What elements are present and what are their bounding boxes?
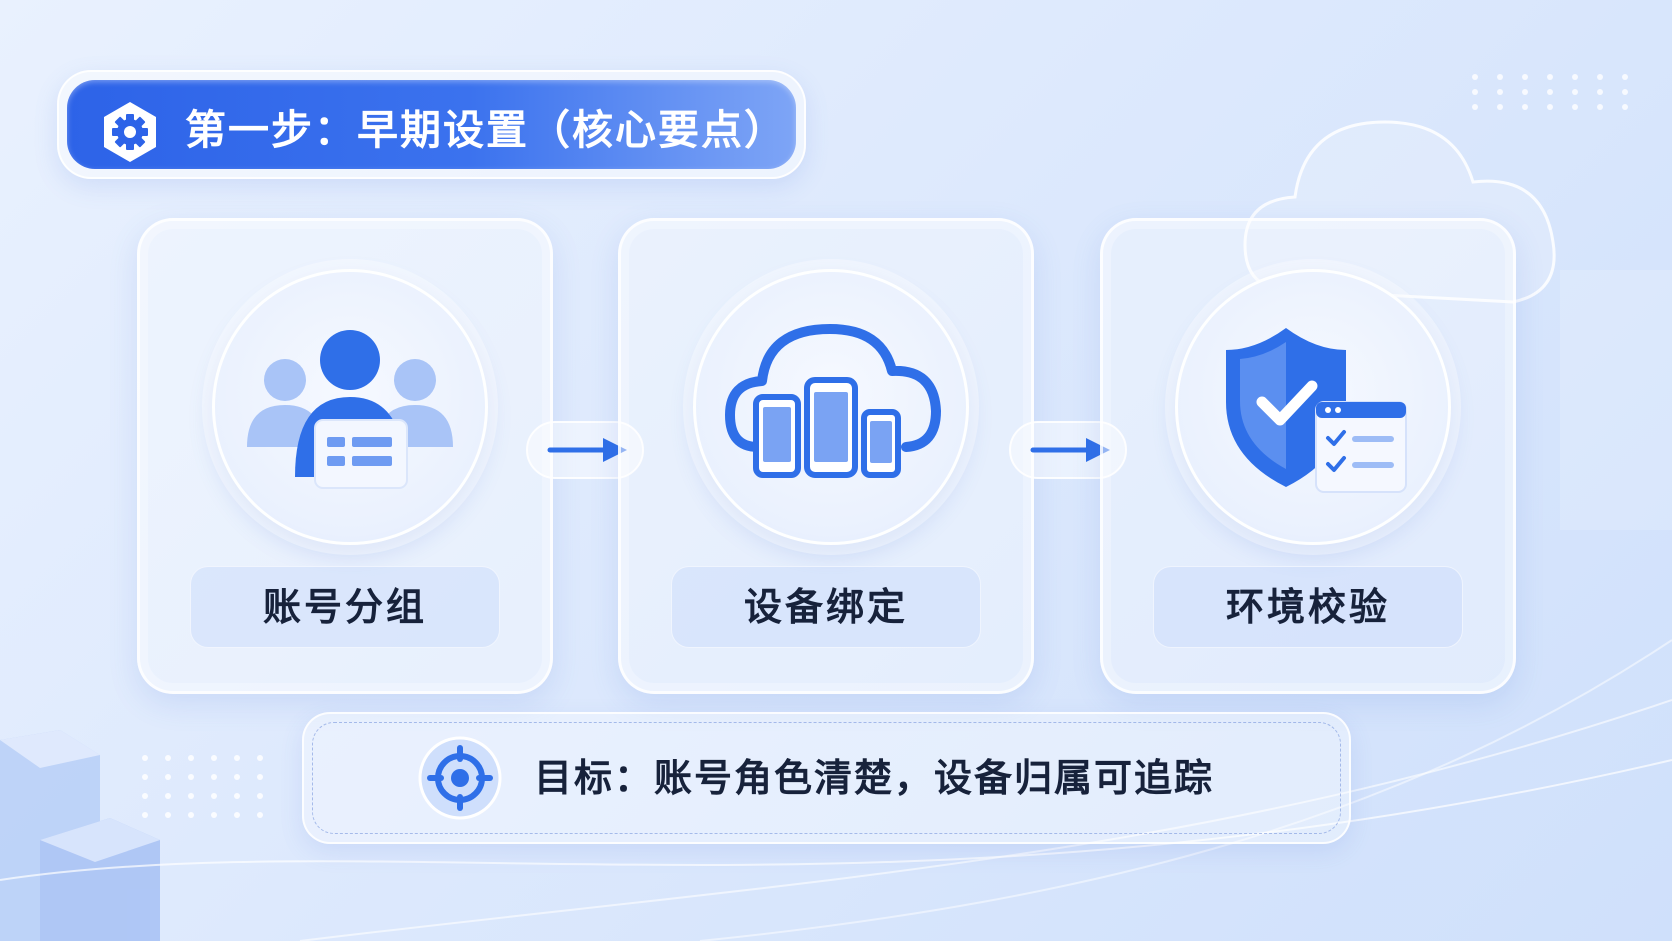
title-banner: 第一步：早期设置（核心要点） xyxy=(57,70,806,179)
page-title: 第一步：早期设置（核心要点） xyxy=(185,106,787,154)
shield-check-icon xyxy=(1226,328,1407,493)
bg-cloud-outline xyxy=(1243,120,1556,304)
step-icon-circle-2 xyxy=(693,269,969,545)
step-icon-circle-1 xyxy=(212,269,488,545)
user-group-icon xyxy=(247,330,453,489)
gear-icon xyxy=(104,102,156,162)
bg-wave-2 xyxy=(299,699,1672,941)
bg-dot-grid-top xyxy=(1472,74,1628,110)
step-card-2: 设备绑定 xyxy=(618,218,1034,694)
step-label-1: 账号分组 xyxy=(190,566,500,648)
bg-dot-grid-bottom xyxy=(142,755,263,818)
step-card-3: 环境校验 xyxy=(1100,218,1516,694)
goal-banner: 目标：账号角色清楚，设备归属可追踪 xyxy=(302,712,1351,844)
step-icon-circle-3 xyxy=(1175,269,1451,545)
title-banner-inner: 第一步：早期设置（核心要点） xyxy=(67,80,796,169)
bg-building xyxy=(1560,270,1672,530)
arrow-right-icon xyxy=(526,421,644,479)
goal-banner-border xyxy=(312,722,1341,834)
step-card-1: 账号分组 xyxy=(137,218,553,694)
arrow-right-icon xyxy=(1009,421,1127,479)
step-label-3: 环境校验 xyxy=(1153,566,1463,648)
goal-text: 目标：账号角色清楚，设备归属可追踪 xyxy=(534,756,1215,800)
target-icon xyxy=(418,736,502,820)
step-label-2: 设备绑定 xyxy=(671,566,981,648)
bg-cubes xyxy=(0,730,160,941)
cloud-devices-icon xyxy=(725,324,941,478)
